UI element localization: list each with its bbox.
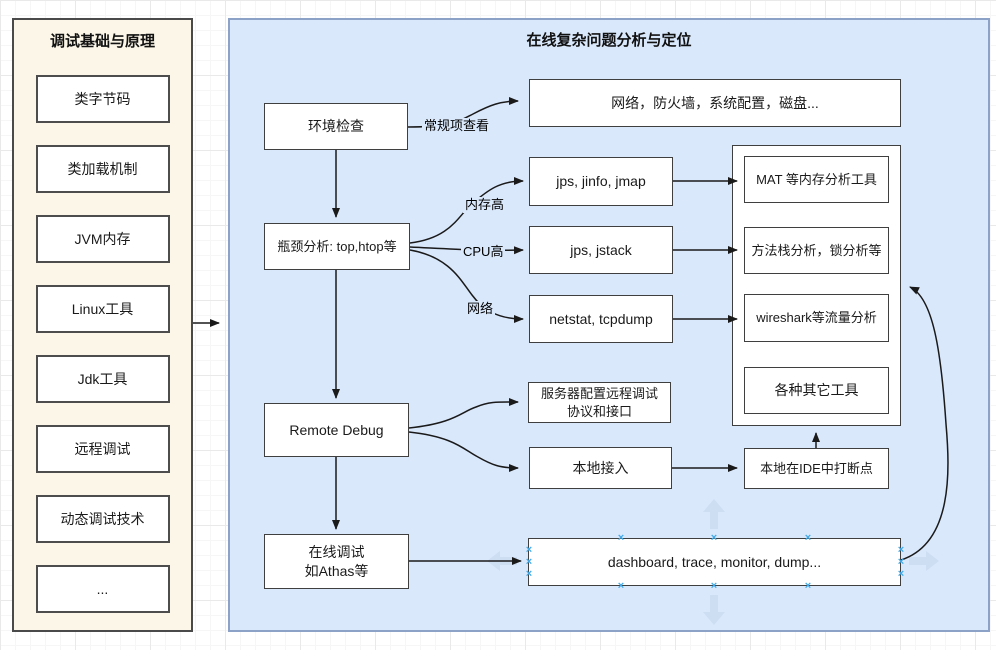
node-wireshark[interactable]: wireshark等流量分析 — [744, 294, 889, 342]
debug-basics-item[interactable]: ... — [35, 565, 170, 613]
direction-arrow-left[interactable] — [486, 550, 518, 572]
node-other-tools[interactable]: 各种其它工具 — [744, 367, 889, 414]
node-stack-analysis[interactable]: 方法栈分析，锁分析等 — [744, 227, 889, 274]
connection-point-marker[interactable]: × — [897, 556, 905, 568]
connection-point-marker[interactable]: × — [525, 544, 533, 556]
edge-label-regular-check[interactable]: 常规项查看 — [422, 118, 492, 134]
edge-label-cpu-high[interactable]: CPU高 — [461, 244, 506, 260]
connection-point-marker[interactable]: × — [617, 580, 625, 592]
panel-debug-basics-title: 调试基础与原理 — [49, 33, 155, 50]
direction-arrow-up[interactable] — [702, 498, 726, 530]
node-env-check[interactable]: 环境检查 — [264, 103, 408, 150]
node-network-checklist[interactable]: 网络，防火墙，系统配置，磁盘... — [529, 79, 901, 127]
debug-basics-item[interactable]: 远程调试 — [35, 425, 170, 473]
connection-point-marker[interactable]: × — [710, 532, 718, 544]
edge-label-network[interactable]: 网络 — [465, 301, 496, 317]
panel-debug-basics[interactable]: 调试基础与原理 类字节码类加载机制 JVM内存 Linux工具 Jdk工具远程调试动态… — [12, 18, 193, 632]
node-netstat[interactable]: netstat, tcpdump — [529, 295, 673, 343]
connection-point-marker[interactable]: × — [897, 544, 905, 556]
connection-point-marker[interactable]: × — [525, 568, 533, 580]
node-online-debug[interactable]: 在线调试 如Athas等 — [264, 534, 409, 589]
connection-point-marker[interactable]: × — [804, 580, 812, 592]
direction-arrow-down[interactable] — [702, 594, 726, 626]
connection-point-marker[interactable]: × — [525, 556, 533, 568]
node-local-access[interactable]: 本地接入 — [529, 447, 672, 489]
node-mat-tools[interactable]: MAT 等内存分析工具 — [744, 156, 889, 203]
node-dashboard[interactable]: dashboard, trace, monitor, dump... — [528, 538, 901, 586]
node-bottleneck-analysis[interactable]: 瓶颈分析: top,htop等 — [264, 223, 410, 270]
debug-basics-item[interactable]: Linux工具 — [35, 285, 170, 333]
panel-online-analysis-title: 在线复杂问题分析与定位 — [526, 32, 692, 49]
debug-basics-item[interactable]: Jdk工具 — [35, 355, 170, 403]
debug-basics-item[interactable]: 类加载机制 — [35, 145, 170, 193]
connection-point-marker[interactable]: × — [897, 568, 905, 580]
debug-basics-list: 类字节码类加载机制 JVM内存 Linux工具 Jdk工具远程调试动态调试技术... — [14, 75, 191, 613]
connection-point-marker[interactable]: × — [710, 580, 718, 592]
node-ide-breakpoint[interactable]: 本地在IDE中打断点 — [744, 448, 889, 489]
debug-basics-item[interactable]: 动态调试技术 — [35, 495, 170, 543]
node-server-config[interactable]: 服务器配置远程调试 协议和接口 — [528, 382, 671, 423]
node-remote-debug[interactable]: Remote Debug — [264, 403, 409, 457]
debug-basics-item[interactable]: JVM内存 — [35, 215, 170, 263]
edge-label-memory-high[interactable]: 内存高 — [463, 197, 507, 213]
node-jmap[interactable]: jps, jinfo, jmap — [529, 157, 673, 206]
direction-arrow-right[interactable] — [908, 550, 940, 572]
debug-basics-item[interactable]: 类字节码 — [35, 75, 170, 123]
connection-point-marker[interactable]: × — [617, 532, 625, 544]
node-jstack[interactable]: jps, jstack — [529, 226, 673, 274]
connection-point-marker[interactable]: × — [804, 532, 812, 544]
